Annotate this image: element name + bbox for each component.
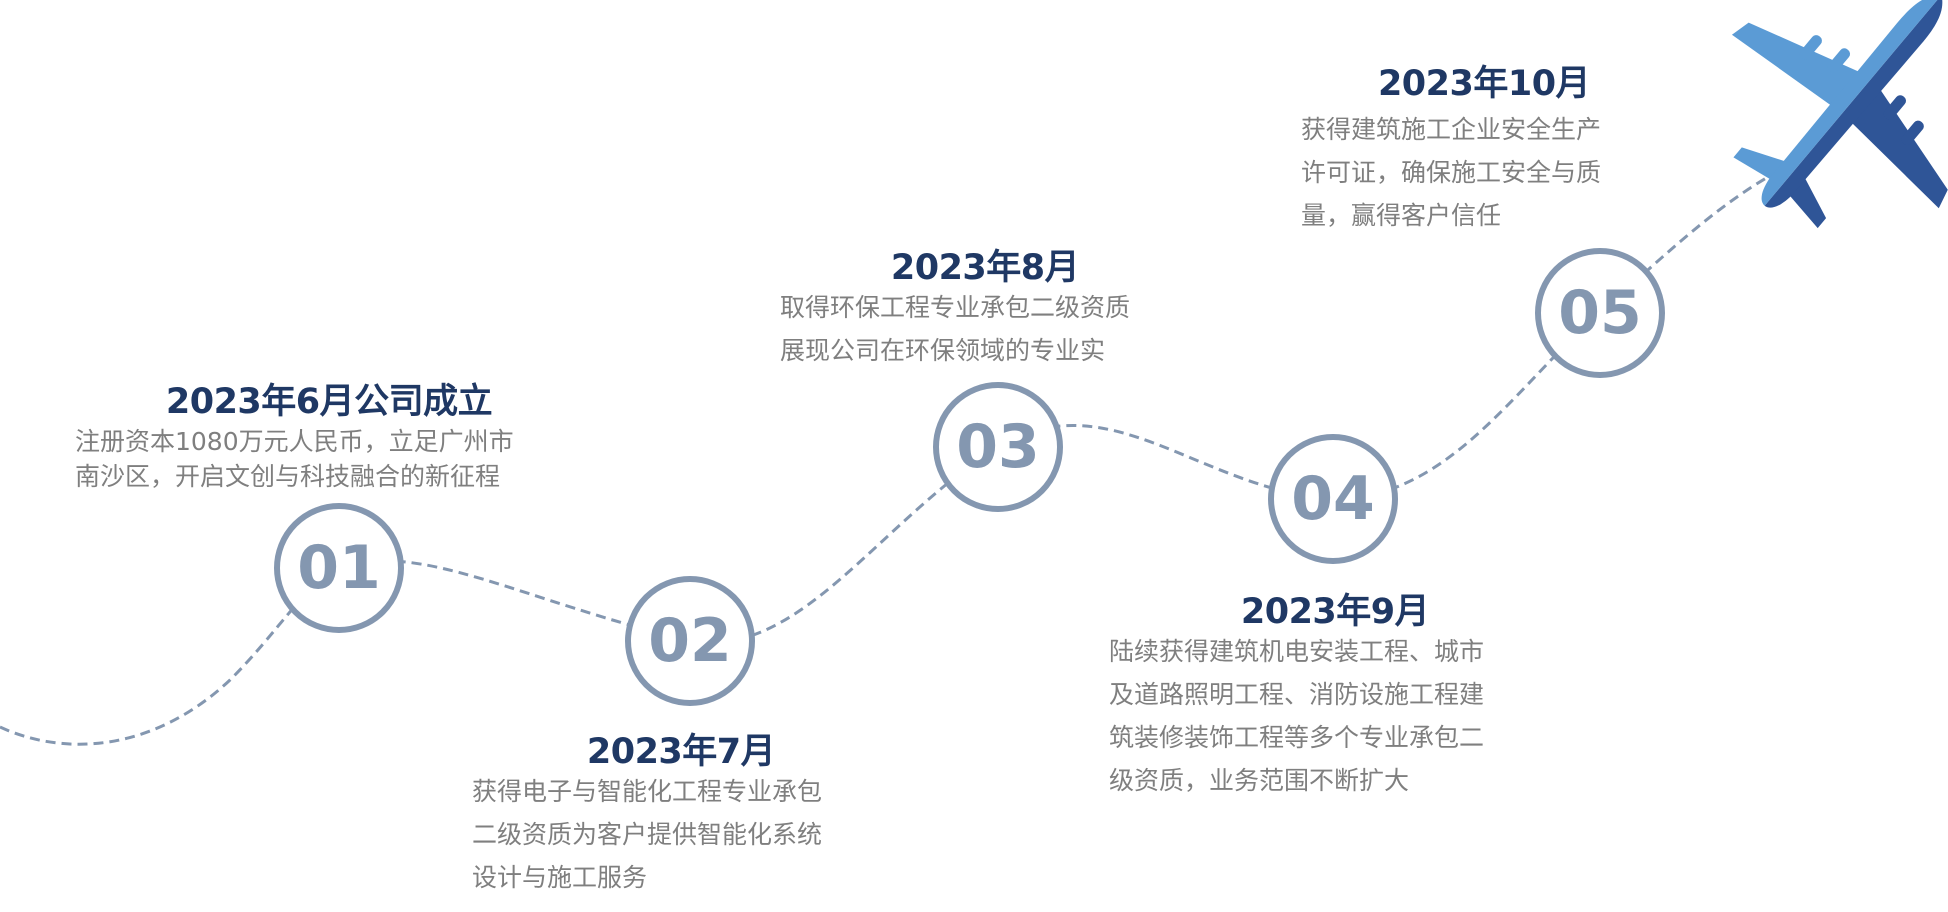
desc-line: 取得环保工程专业承包二级资质	[780, 293, 1131, 322]
milestone-desc-02: 获得电子与智能化工程专业承包 二级资质为客户提供智能化系统 设计与施工服务	[472, 770, 822, 899]
milestone-circle-01	[274, 503, 404, 633]
desc-line: 许可证，确保施工安全与质	[1301, 158, 1602, 187]
desc-line: 及道路照明工程、消防设施工程建	[1109, 680, 1485, 709]
timeline-dashed-path	[0, 163, 1791, 746]
milestone-desc-01: 注册资本1080万元人民币，立足广州市 南沙区，开启文创与科技融合的新征程	[75, 420, 514, 498]
desc-line: 获得建筑施工企业安全生产	[1301, 115, 1602, 144]
desc-line: 陆续获得建筑机电安装工程、城市	[1109, 637, 1485, 666]
milestone-circle-02	[625, 576, 755, 706]
milestone-number-01: 01	[297, 533, 381, 603]
desc-line: 展现公司在环保领域的专业实	[780, 336, 1106, 365]
milestone-desc-04: 陆续获得建筑机电安装工程、城市 及道路照明工程、消防设施工程建 筑装修装饰工程等…	[1109, 630, 1484, 802]
milestone-number-02: 02	[648, 606, 732, 676]
milestone-circle-03	[933, 382, 1063, 512]
milestone-title-05: 2023年10月	[1377, 64, 1591, 104]
milestone-number-05: 05	[1558, 278, 1642, 348]
milestone-desc-03: 取得环保工程专业承包二级资质 展现公司在环保领域的专业实	[780, 286, 1130, 372]
desc-line: 注册资本1080万元人民币，立足广州市	[75, 427, 514, 456]
milestone-title-01: 2023年6月公司成立	[165, 382, 493, 422]
milestone-number-03: 03	[956, 412, 1040, 482]
desc-line: 设计与施工服务	[472, 863, 648, 892]
desc-line: 南沙区，开启文创与科技融合的新征程	[75, 462, 501, 491]
desc-line: 二级资质为客户提供智能化系统	[472, 820, 823, 849]
milestone-circle-04	[1268, 434, 1398, 564]
milestone-title-03: 2023年8月	[890, 248, 1080, 288]
desc-line: 级资质，业务范围不断扩大	[1109, 766, 1410, 795]
desc-line: 量，赢得客户信任	[1301, 201, 1502, 230]
airplane-icon	[1731, 0, 1948, 229]
desc-line: 获得电子与智能化工程专业承包	[472, 777, 823, 806]
milestone-desc-05: 获得建筑施工企业安全生产 许可证，确保施工安全与质 量，赢得客户信任	[1301, 108, 1601, 237]
milestone-title-02: 2023年7月	[586, 732, 776, 772]
milestone-number-04: 04	[1291, 464, 1375, 534]
milestone-circle-05	[1535, 248, 1665, 378]
desc-line: 筑装修装饰工程等多个专业承包二	[1109, 723, 1485, 752]
milestone-title-04: 2023年9月	[1240, 592, 1430, 632]
